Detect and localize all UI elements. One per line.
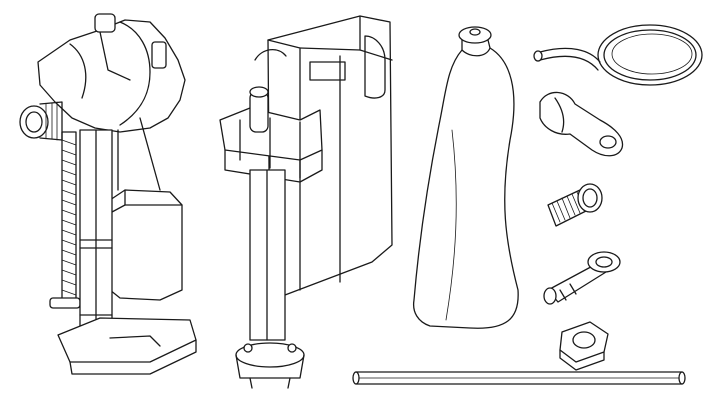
bolt-icon <box>547 183 603 227</box>
cap-icon <box>539 91 624 157</box>
adapter-icon <box>543 251 621 305</box>
rod-icon <box>352 371 686 385</box>
bottle-icon <box>412 26 519 329</box>
fill-valve-icon <box>19 13 197 375</box>
long-threaded-bolt <box>49 131 81 309</box>
flush-valve-icon <box>219 15 393 389</box>
nut-icon <box>559 321 609 371</box>
coiled-tube-icon <box>533 24 703 86</box>
